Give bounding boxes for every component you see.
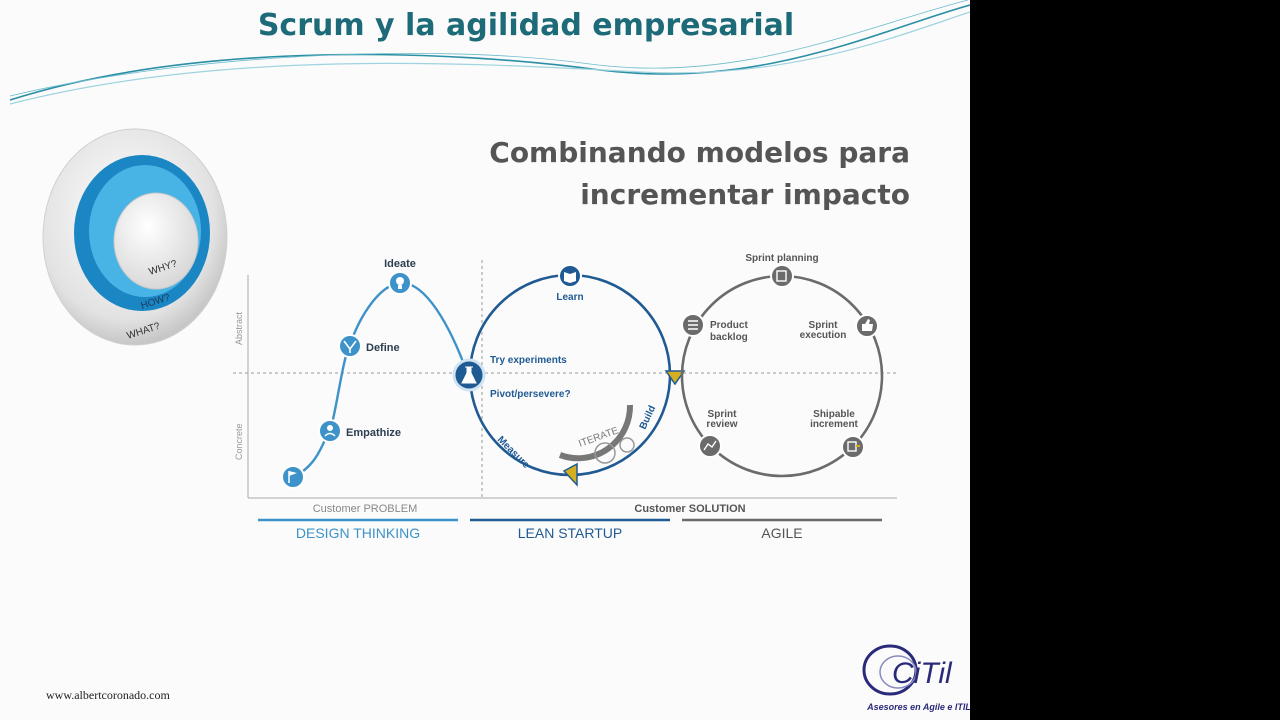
lean-measure: Measure <box>495 434 532 471</box>
planning-icon <box>770 264 794 288</box>
agile-sprint-review-2: review <box>706 419 737 430</box>
customer-problem-label: Customer PROBLEM <box>313 503 418 515</box>
subtitle-line-1: Combinando modelos para <box>489 136 910 169</box>
agile-sprint-execution-1: Sprint <box>809 320 839 331</box>
agile-sprint-execution-2: execution <box>800 330 847 341</box>
agile-shipable-increment-1: Shipable <box>813 409 855 420</box>
empathize-icon <box>318 419 342 443</box>
logo-mark: CiTil <box>892 657 953 690</box>
citil-logo: CiTil <box>862 644 953 696</box>
flag-icon <box>281 465 305 489</box>
slide-title: Scrum y la agilidad empresarial <box>257 8 795 43</box>
lean-learn: Learn <box>556 292 583 303</box>
backlog-icon <box>681 313 705 337</box>
customer-solution-label: Customer SOLUTION <box>634 503 745 515</box>
gear-icon <box>594 442 616 464</box>
footer-url: www.albertcoronado.com <box>46 688 170 702</box>
step-empathize: Empathize <box>346 427 401 439</box>
section-agile: AGILE <box>761 525 802 541</box>
book-icon <box>558 264 582 288</box>
header-wave-decoration <box>9 0 970 105</box>
combined-models-diagram: Abstract Concrete Empathize Define Ideat… <box>233 253 897 541</box>
lean-try-experiments: Try experiments <box>490 355 567 366</box>
lightbulb-icon <box>388 271 412 295</box>
lean-pivot-persevere: Pivot/persevere? <box>490 389 571 400</box>
step-ideate: Ideate <box>384 258 416 270</box>
slide-subtitle: Combinando modelos para incrementar impa… <box>450 132 910 216</box>
logo-tagline: Asesores en Agile e ITIL <box>867 702 970 712</box>
review-chart-icon <box>698 434 722 458</box>
agile-sprint-planning: Sprint planning <box>745 253 818 264</box>
shipping-icon <box>841 435 865 459</box>
arrow-left-icon <box>562 462 578 487</box>
axis-label-abstract: Abstract <box>234 311 244 345</box>
flask-icon <box>452 358 486 392</box>
define-icon <box>338 334 362 358</box>
agile-product-backlog-1: Product <box>710 320 748 331</box>
gear-small-icon <box>619 437 635 453</box>
section-design-thinking: DESIGN THINKING <box>296 525 420 541</box>
thumbs-up-icon <box>855 314 879 338</box>
axis-label-concrete: Concrete <box>234 423 244 460</box>
section-lean-startup: LEAN STARTUP <box>518 525 623 541</box>
agile-sprint-review-1: Sprint <box>708 409 738 420</box>
subtitle-line-2: incrementar impacto <box>580 178 910 211</box>
agile-shipable-increment-2: increment <box>810 419 858 430</box>
golden-circle-graphic: WHY? HOW? WHAT? <box>42 128 228 346</box>
step-define: Define <box>366 342 400 354</box>
arrow-down-icon <box>664 370 686 386</box>
slide: Scrum y la agilidad empresarial Combinan… <box>0 0 970 720</box>
agile-product-backlog-2: backlog <box>710 332 748 343</box>
